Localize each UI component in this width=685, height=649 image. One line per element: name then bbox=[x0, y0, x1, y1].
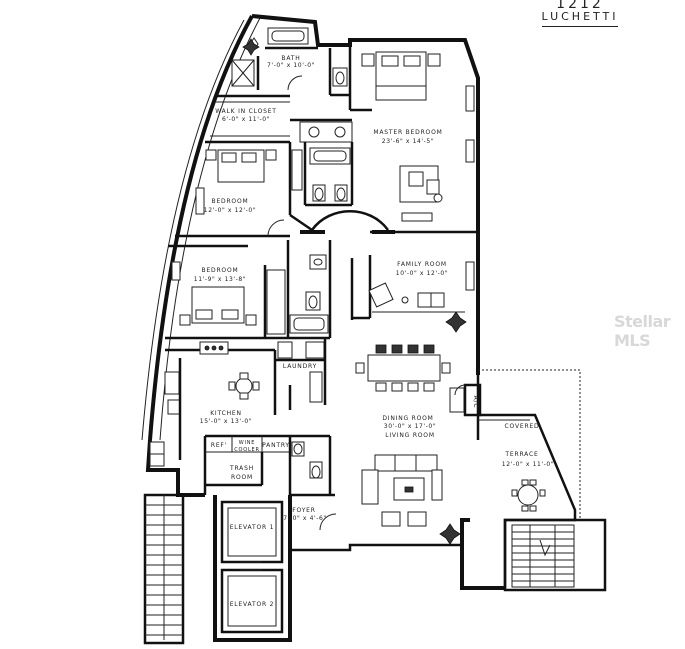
south-east-wall bbox=[460, 518, 505, 590]
west-details bbox=[149, 38, 260, 467]
terrace-dims: 12'-0" x 11'-0" bbox=[502, 461, 554, 468]
hall-bath-1 bbox=[288, 142, 354, 215]
bedroom-2: BEDROOM 12'-0" x 12'-0" bbox=[175, 149, 290, 238]
foyer-label: FOYER bbox=[292, 507, 315, 514]
living-sofa bbox=[374, 454, 438, 472]
closet-dims: 6'-0" x 11'-0" bbox=[222, 116, 270, 123]
kitchen: KITCHEN 15'-0" x 13'-0" bbox=[164, 341, 277, 460]
south-living-wall bbox=[290, 543, 460, 552]
wine-label: WINE bbox=[239, 440, 256, 446]
bedroom-2-dims: 12'-0" x 12'-0" bbox=[204, 207, 256, 214]
living-chaise bbox=[361, 469, 379, 505]
washer bbox=[277, 341, 293, 359]
unit-number: 1212 bbox=[556, 0, 604, 9]
family-room: FAMILY ROOM 10'-0" x 12'-0" bbox=[350, 230, 478, 333]
elevator-1-label: ELEVATOR 1 bbox=[230, 524, 275, 531]
service-row: REF' WINE COOLER PANTRY TRASH ROOM bbox=[203, 434, 335, 497]
elevator-2-label: ELEVATOR 2 bbox=[230, 601, 275, 608]
north-east-wall bbox=[251, 14, 480, 375]
terrace-label-2: TERRACE bbox=[504, 451, 538, 458]
building-name: LUCHETTI bbox=[541, 10, 619, 23]
bedroom-3-label: BEDROOM bbox=[202, 267, 239, 274]
master-bedroom: MASTER BEDROOM 23'-6" x 14'-5" bbox=[350, 51, 475, 222]
east-stair bbox=[503, 518, 607, 592]
watermark: Stellar MLS bbox=[614, 312, 671, 350]
cooler-label: COOLER bbox=[234, 447, 260, 453]
bath-label: BATH bbox=[281, 55, 300, 62]
trash-label-2: ROOM bbox=[231, 474, 253, 481]
west-stair bbox=[143, 493, 185, 645]
dining-living: DINING ROOM 30'-0" x 17'-0" LIVING ROOM … bbox=[355, 344, 482, 545]
bath-dims: 7'-0" x 10'-0" bbox=[267, 62, 315, 69]
ac-closet bbox=[463, 383, 482, 417]
stair-treads-west bbox=[145, 504, 183, 636]
master-bedroom-label: MASTER BEDROOM bbox=[373, 129, 442, 136]
covered-terrace-area: COVERED TERRACE 12'-0" x 11'-0" bbox=[478, 369, 581, 588]
family-room-dims: 10'-0" x 12'-0" bbox=[396, 270, 448, 277]
south-west-wall bbox=[145, 439, 205, 497]
plant-icon bbox=[439, 523, 461, 545]
dining-living-dims: 30'-0" x 17'-0" bbox=[384, 423, 436, 430]
hall-bath-2 bbox=[263, 240, 332, 338]
foyer-dims: 7'-0" x 4'-6" bbox=[283, 515, 327, 522]
master-bedroom-dims: 23'-6" x 14'-5" bbox=[382, 138, 434, 145]
ref-label: REF' bbox=[211, 442, 227, 449]
plant-icon bbox=[242, 38, 260, 56]
pantry-label: PANTRY bbox=[262, 442, 290, 449]
dining-table bbox=[367, 354, 441, 382]
laundry-label: LAUNDRY bbox=[283, 363, 317, 370]
curved-balcony-line bbox=[141, 19, 245, 441]
dining-room-label: DINING ROOM bbox=[382, 415, 433, 422]
stair-treads-east bbox=[512, 531, 574, 582]
bedroom-3: BEDROOM 11'-9" x 13'-8" bbox=[165, 244, 330, 340]
foyer: FOYER 7'-0" x 4'-6" bbox=[283, 495, 337, 550]
brand-rule bbox=[542, 26, 618, 27]
brand-block: 1212 LUCHETTI bbox=[520, 0, 640, 27]
family-armchair bbox=[368, 282, 394, 308]
terrace-table bbox=[517, 484, 539, 506]
central-hall bbox=[289, 210, 395, 234]
terrace-label-1: COVERED bbox=[505, 423, 540, 430]
curved-facade-outer bbox=[148, 15, 254, 441]
elevator-1-cab bbox=[220, 500, 284, 564]
family-room-label: FAMILY ROOM bbox=[397, 261, 447, 268]
elevator-core: ELEVATOR 1 ELEVATOR 2 bbox=[213, 495, 292, 642]
kitchen-label: KITCHEN bbox=[210, 410, 242, 417]
ac-label: A/C bbox=[472, 396, 479, 409]
bedroom-3-dims: 11'-9" x 13'-8" bbox=[194, 276, 246, 283]
bath-room: BATH 7'-0" x 10'-0" bbox=[231, 27, 318, 91]
plant-icon bbox=[445, 311, 467, 333]
living-room-label: LIVING ROOM bbox=[385, 432, 435, 439]
walk-in-closet: WALK IN CLOSET 6'-0" x 11'-0" bbox=[205, 94, 290, 144]
dryer bbox=[305, 341, 325, 359]
master-bath-fixtures bbox=[290, 45, 353, 143]
kitchen-dims: 15'-0" x 13'-0" bbox=[200, 418, 252, 425]
trash-label-1: TRASH bbox=[229, 465, 254, 472]
bedroom-2-label: BEDROOM bbox=[212, 198, 249, 205]
kitchen-table bbox=[235, 377, 253, 395]
closet-label: WALK IN CLOSET bbox=[215, 108, 277, 115]
exterior-walls bbox=[141, 14, 505, 590]
laundry: LAUNDRY bbox=[275, 338, 327, 410]
